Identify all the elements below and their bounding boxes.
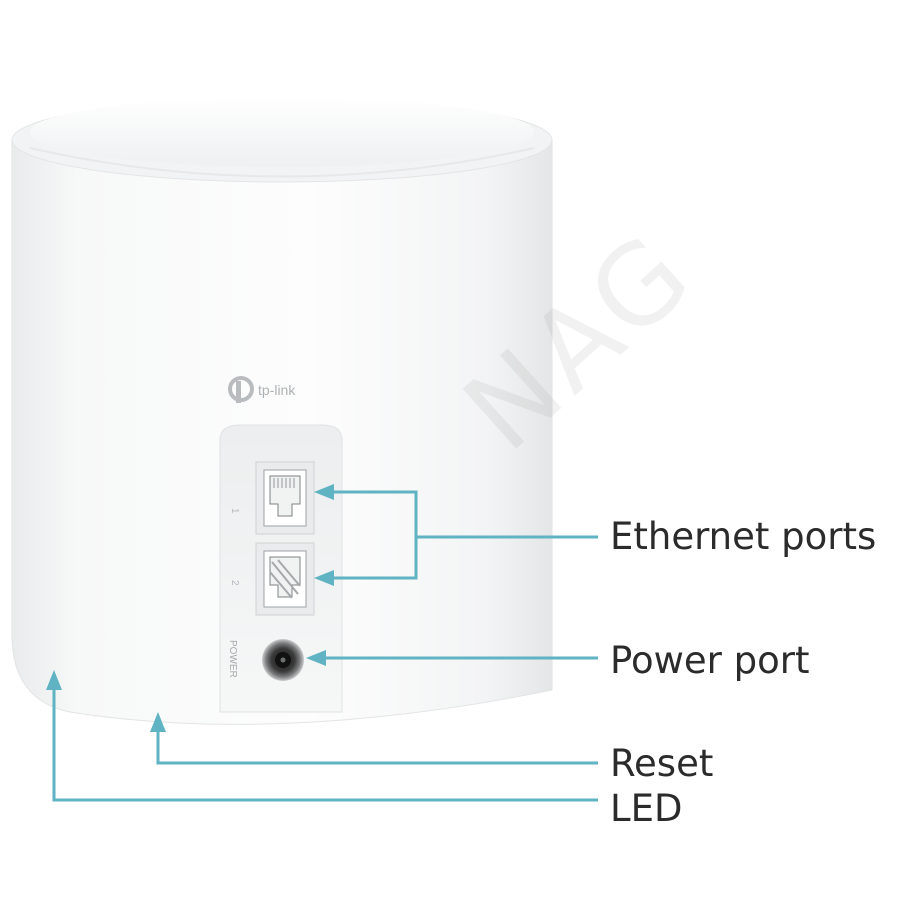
brand-text: tp-link [258, 382, 296, 398]
callout-lines [52, 490, 598, 802]
ethernet-port-1 [255, 461, 315, 535]
reset-arrow [150, 712, 166, 732]
power-arrow [306, 650, 326, 666]
reset-line [156, 726, 598, 765]
callout-reset: Reset [610, 742, 714, 785]
led-line [52, 684, 598, 802]
callout-ethernet-ports: Ethernet ports [610, 515, 877, 558]
port-label-1: 1 [229, 508, 240, 514]
led-arrow [46, 670, 62, 690]
ethernet-line-1 [328, 490, 418, 580]
tp-link-logo: tp-link [228, 376, 296, 403]
callout-power-port: Power port [610, 639, 810, 682]
port-label-power: POWER [227, 640, 238, 678]
ethernet-arrow-2 [314, 570, 334, 586]
ethernet-port-2 [255, 542, 315, 616]
power-jack [262, 639, 304, 681]
ethernet-arrow-1 [314, 484, 334, 500]
port-label-2: 2 [229, 580, 240, 586]
callout-arrowheads [46, 484, 334, 732]
callout-led: LED [610, 787, 683, 830]
